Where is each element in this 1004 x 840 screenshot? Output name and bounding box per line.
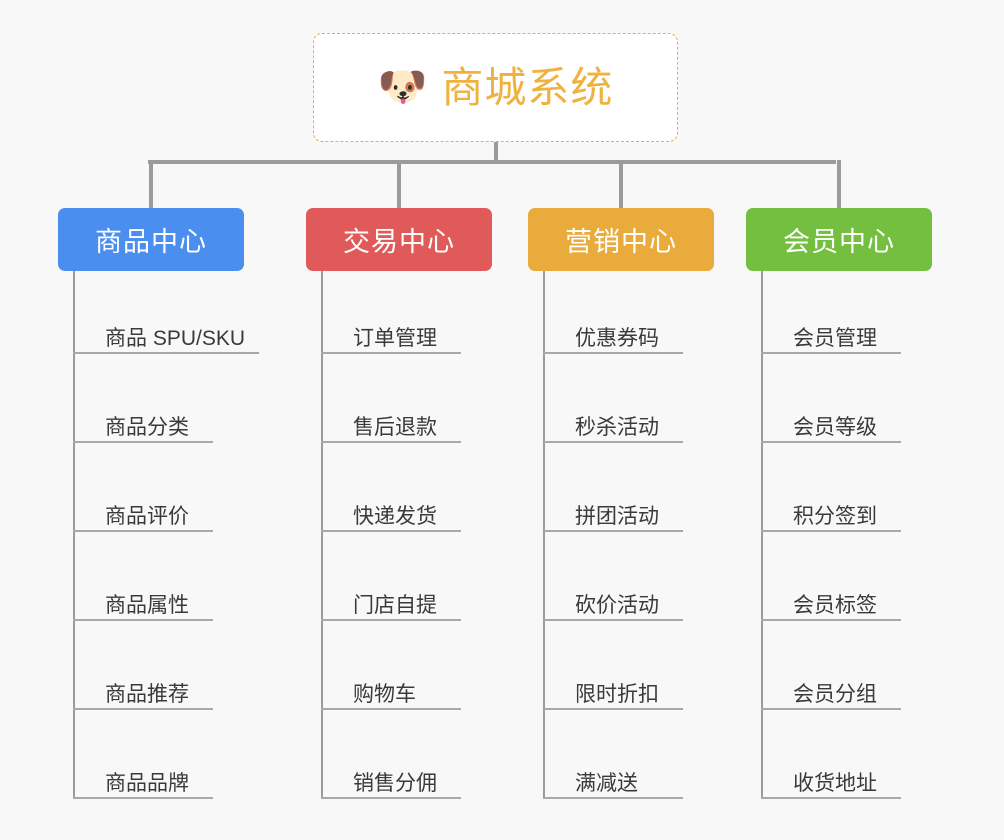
leaf-spine xyxy=(321,271,323,799)
leaf-item-label: 商品 SPU/SKU xyxy=(105,327,246,350)
category-header-1[interactable]: 商品中心 xyxy=(58,208,244,271)
category-header-3[interactable]: 营销中心 xyxy=(528,208,714,271)
leaf-item-label: 拼团活动 xyxy=(575,505,659,528)
leaf-item-label: 门店自提 xyxy=(353,594,437,617)
leaf-item[interactable]: 积分签到 xyxy=(761,506,901,532)
category-header-label: 营销中心 xyxy=(565,227,677,257)
leaf-item[interactable]: 销售分佣 xyxy=(321,773,461,799)
horizontal-bus-connector xyxy=(148,160,836,164)
branch-connector-1 xyxy=(149,160,153,210)
leaf-item-label: 限时折扣 xyxy=(575,683,659,706)
leaf-item[interactable]: 砍价活动 xyxy=(543,595,683,621)
leaf-item-label: 商品评价 xyxy=(105,505,189,528)
leaf-item-label: 商品属性 xyxy=(105,594,189,617)
leaf-item-label: 砍价活动 xyxy=(575,594,659,617)
leaf-spine xyxy=(543,271,545,799)
leaf-item-label: 销售分佣 xyxy=(353,772,437,795)
root-title: 商城系统 xyxy=(441,63,614,111)
leaf-spine xyxy=(761,271,763,799)
leaf-item[interactable]: 会员标签 xyxy=(761,595,901,621)
leaf-item[interactable]: 会员分组 xyxy=(761,684,901,710)
leaf-item-label: 秒杀活动 xyxy=(575,416,659,439)
leaf-item[interactable]: 优惠券码 xyxy=(543,328,683,354)
leaf-item-label: 会员标签 xyxy=(793,594,877,617)
category-header-label: 商品中心 xyxy=(95,227,207,257)
leaf-item-label: 积分签到 xyxy=(793,505,877,528)
leaf-item[interactable]: 商品 SPU/SKU xyxy=(73,328,259,354)
leaf-item[interactable]: 商品分类 xyxy=(73,417,213,443)
leaf-item[interactable]: 商品推荐 xyxy=(73,684,213,710)
leaf-item[interactable]: 门店自提 xyxy=(321,595,461,621)
category-header-label: 交易中心 xyxy=(343,227,455,257)
leaf-item[interactable]: 快递发货 xyxy=(321,506,461,532)
leaf-item-label: 商品推荐 xyxy=(105,683,189,706)
leaf-item[interactable]: 订单管理 xyxy=(321,328,461,354)
leaf-item[interactable]: 售后退款 xyxy=(321,417,461,443)
category-header-2[interactable]: 交易中心 xyxy=(306,208,492,271)
leaf-item-label: 会员等级 xyxy=(793,416,877,439)
leaf-item[interactable]: 商品评价 xyxy=(73,506,213,532)
leaf-item[interactable]: 会员等级 xyxy=(761,417,901,443)
leaf-item[interactable]: 满减送 xyxy=(543,773,683,799)
leaf-item[interactable]: 收货地址 xyxy=(761,773,901,799)
leaf-item[interactable]: 商品属性 xyxy=(73,595,213,621)
dog-face-icon: 🐶 xyxy=(377,64,428,109)
leaf-item-label: 会员分组 xyxy=(793,683,877,706)
leaf-item[interactable]: 限时折扣 xyxy=(543,684,683,710)
leaf-spine xyxy=(73,271,75,799)
leaf-item-label: 订单管理 xyxy=(353,327,437,350)
leaf-item[interactable]: 拼团活动 xyxy=(543,506,683,532)
leaf-item-label: 商品品牌 xyxy=(105,772,189,795)
leaf-item-label: 售后退款 xyxy=(353,416,437,439)
branch-connector-4 xyxy=(837,160,841,210)
root-trunk-connector xyxy=(494,142,498,164)
leaf-item[interactable]: 购物车 xyxy=(321,684,461,710)
branch-connector-2 xyxy=(397,160,401,210)
root-node[interactable]: 🐶 商城系统 xyxy=(313,33,678,142)
leaf-item-label: 快递发货 xyxy=(353,505,437,528)
category-header-label: 会员中心 xyxy=(783,227,895,257)
leaf-item[interactable]: 商品品牌 xyxy=(73,773,213,799)
leaf-item-label: 满减送 xyxy=(575,772,638,795)
leaf-item[interactable]: 秒杀活动 xyxy=(543,417,683,443)
leaf-item-label: 会员管理 xyxy=(793,327,877,350)
leaf-item-label: 收货地址 xyxy=(793,772,877,795)
leaf-item[interactable]: 会员管理 xyxy=(761,328,901,354)
leaf-item-label: 购物车 xyxy=(353,683,416,706)
leaf-item-label: 商品分类 xyxy=(105,416,189,439)
leaf-item-label: 优惠券码 xyxy=(575,327,659,350)
branch-connector-3 xyxy=(619,160,623,210)
category-header-4[interactable]: 会员中心 xyxy=(746,208,932,271)
